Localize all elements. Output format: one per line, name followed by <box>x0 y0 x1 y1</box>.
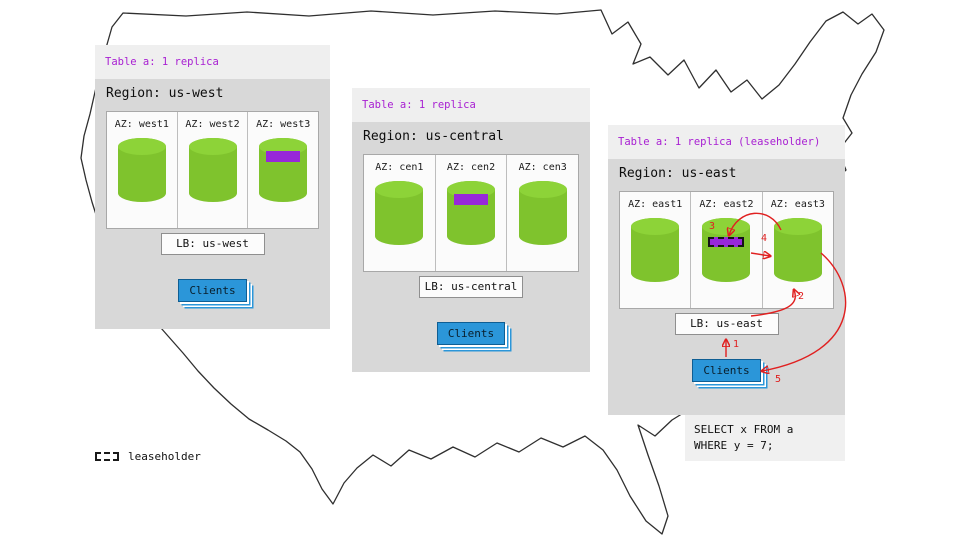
leaseholder-swatch-icon <box>95 452 119 461</box>
az-label: AZ: east1 <box>628 199 683 210</box>
az-label: AZ: west3 <box>256 119 311 130</box>
clients-button[interactable]: Clients <box>692 359 761 382</box>
database-cylinder <box>117 138 166 202</box>
sql-query-line1: SELECT x FROM a <box>694 423 794 436</box>
replica-bar <box>266 151 301 162</box>
az-cell-cen3: AZ: cen3 <box>507 155 578 271</box>
leaseholder-legend-label: leaseholder <box>128 450 201 463</box>
clients-button[interactable]: Clients <box>178 279 247 302</box>
table-replica-header: Table a: 1 replica (leaseholder) <box>608 125 845 159</box>
us-map-border-path <box>80 9 885 535</box>
legend: leaseholder <box>95 450 201 463</box>
az-row: AZ: cen1 AZ: cen2 AZ: cen3 <box>363 154 579 272</box>
region-panel-us-central: Table a: 1 replica Region: us-central AZ… <box>352 88 590 372</box>
az-cell-cen1: AZ: cen1 <box>364 155 436 271</box>
az-cell-east2: AZ: east2 <box>691 192 763 308</box>
region-title: Region: us-west <box>106 86 224 101</box>
load-balancer-box: LB: us-west <box>160 233 265 255</box>
flow-step-number-1: 1 <box>733 339 740 350</box>
database-cylinder <box>773 218 822 282</box>
table-replica-header: Table a: 1 replica <box>352 88 590 122</box>
flow-step-number-5: 5 <box>775 374 782 385</box>
region-panel-us-east: Table a: 1 replica (leaseholder) Region:… <box>608 125 845 461</box>
clients-row: Clients <box>608 359 845 382</box>
az-label: AZ: cen2 <box>446 162 496 173</box>
database-cylinder <box>447 181 495 245</box>
database-cylinder <box>518 181 567 245</box>
region-panel-us-west: Table a: 1 replica Region: us-west AZ: w… <box>95 45 330 329</box>
az-label: AZ: west2 <box>185 119 240 130</box>
sql-query-note: SELECT x FROM a WHERE y = 7; <box>685 415 845 461</box>
region-title: Region: us-east <box>619 166 737 181</box>
table-replica-label: Table a: 1 replica (leaseholder) <box>618 136 821 148</box>
az-cell-west3: AZ: west3 <box>248 112 318 228</box>
clients-button[interactable]: Clients <box>436 322 506 345</box>
table-replica-label: Table a: 1 replica <box>105 56 219 68</box>
az-row: AZ: west1 AZ: west2 AZ: west3 <box>106 111 319 229</box>
az-cell-west1: AZ: west1 <box>107 112 178 228</box>
az-label: AZ: cen1 <box>375 162 424 173</box>
az-label: AZ: cen3 <box>518 162 567 173</box>
az-cell-cen2: AZ: cen2 <box>436 155 508 271</box>
load-balancer-box: LB: us-central <box>419 276 523 298</box>
table-replica-header: Table a: 1 replica <box>95 45 330 79</box>
az-cell-east1: AZ: east1 <box>620 192 692 308</box>
clients-row: Clients <box>95 279 330 302</box>
region-title: Region: us-central <box>363 129 504 144</box>
database-cylinder <box>375 181 424 245</box>
sql-query-line2: WHERE y = 7; <box>694 439 774 452</box>
az-label: AZ: east3 <box>770 199 825 210</box>
flow-step-number-4: 4 <box>761 233 768 244</box>
leaseholder-replica-bar <box>708 237 745 247</box>
flow-step-number-2: 2 <box>798 291 805 302</box>
az-label: AZ: east2 <box>699 199 754 210</box>
clients-row: Clients <box>352 322 590 345</box>
replica-bar <box>454 194 488 205</box>
az-label: AZ: west1 <box>114 119 169 130</box>
table-replica-label: Table a: 1 replica <box>362 99 476 111</box>
database-cylinder <box>259 138 308 202</box>
flow-step-number-3: 3 <box>709 221 716 232</box>
database-cylinder <box>631 218 680 282</box>
az-cell-west2: AZ: west2 <box>178 112 249 228</box>
database-cylinder <box>188 138 237 202</box>
load-balancer-box: LB: us-east <box>674 313 779 335</box>
